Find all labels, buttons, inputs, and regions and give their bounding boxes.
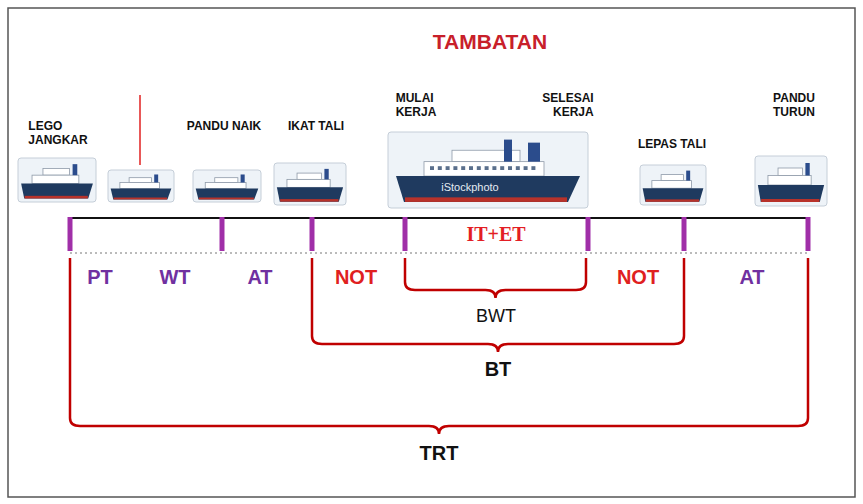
ship-window — [492, 166, 496, 170]
ship-window — [453, 166, 457, 170]
frame-border — [8, 8, 855, 497]
ship-funnel — [73, 164, 78, 175]
span-brace — [405, 258, 586, 298]
timeline-tick — [806, 217, 811, 251]
timeline-tick — [682, 217, 687, 251]
ship-picture — [274, 163, 346, 205]
ship-frame — [193, 170, 261, 202]
segment-label: NOT — [617, 266, 659, 289]
ship-picture — [18, 158, 96, 202]
timeline-line — [70, 217, 808, 219]
ship-deck-upper — [43, 169, 70, 176]
ship-deck-upper — [661, 175, 683, 181]
ship-picture — [108, 170, 174, 202]
ship-funnel — [241, 174, 245, 182]
span-label: BT — [485, 358, 512, 381]
ship-window — [469, 166, 473, 170]
ship-hull — [396, 176, 580, 202]
diagram-title: TAMBATAN — [433, 30, 547, 54]
ship-frame — [755, 156, 827, 206]
ship-deck-upper — [129, 178, 151, 183]
ship-window — [516, 166, 520, 170]
event-label: MULAI KERJA — [396, 92, 437, 120]
ship-picture — [640, 165, 706, 205]
timeline-tick — [310, 217, 315, 251]
span-brace — [70, 258, 808, 434]
ship-deck — [768, 176, 811, 186]
ship-funnel — [528, 143, 540, 162]
watermark: iStockphoto — [441, 181, 498, 194]
ship-frame — [640, 165, 706, 205]
event-label: LEPAS TALI — [638, 138, 706, 152]
span-brace — [312, 258, 684, 352]
ship-frame — [18, 158, 96, 202]
ship-window — [477, 166, 481, 170]
event-label: SELESAI KERJA — [542, 92, 593, 120]
span-label: BWT — [476, 306, 516, 327]
ship-deck — [424, 162, 544, 176]
event-label: IKAT TALI — [288, 120, 344, 134]
ship-picture — [193, 170, 261, 202]
ship-window — [430, 166, 434, 170]
ship-funnel — [686, 171, 690, 181]
event-label: PANDU NAIK — [187, 120, 261, 134]
ship-waterline — [761, 199, 819, 202]
ship-waterline — [25, 196, 88, 199]
ship-hull — [758, 185, 824, 202]
ship-picture — [388, 132, 588, 208]
ship-window — [438, 166, 442, 170]
span-label: TRT — [420, 442, 459, 465]
ship-window — [485, 166, 489, 170]
ship-deck — [32, 175, 79, 183]
segment-label: NOT — [335, 266, 377, 289]
ship-window — [461, 166, 465, 170]
ship-deck-upper — [778, 168, 802, 176]
timeline-tick — [68, 217, 73, 251]
ship-hull — [21, 184, 93, 199]
timeline-tick — [403, 217, 408, 251]
ship-hull — [196, 189, 259, 200]
ship-funnel — [805, 163, 809, 176]
segment-label: AT — [739, 266, 764, 289]
ship-frame — [108, 170, 174, 202]
ship-funnel — [324, 169, 328, 180]
ship-hull — [643, 188, 704, 202]
ship-deck-upper — [215, 178, 238, 183]
ship-deck-upper — [297, 173, 321, 179]
segment-label: WT — [159, 266, 190, 289]
timeline-tick — [220, 217, 225, 251]
ship-waterline — [199, 198, 254, 200]
ship-funnel — [154, 174, 158, 182]
segment-label: PT — [87, 266, 113, 289]
ship-deck — [652, 181, 692, 189]
ship-waterline — [114, 198, 167, 200]
marker-line — [139, 95, 141, 165]
ship-waterline — [646, 199, 699, 201]
ship-window — [531, 166, 535, 170]
ship-waterline — [405, 197, 567, 202]
ship-frame — [388, 132, 588, 208]
ship-deck — [287, 179, 330, 187]
ship-deck — [120, 182, 160, 188]
segment-label: IT+ET — [466, 223, 525, 246]
ship-funnel — [504, 140, 512, 162]
ship-hull — [277, 187, 343, 201]
event-label: LEGO JANGKAR — [28, 120, 87, 148]
ship-waterline — [280, 199, 338, 202]
ship-window — [500, 166, 504, 170]
ship-window — [524, 166, 528, 170]
ship-window — [508, 166, 512, 170]
event-label: PANDU TURUN — [773, 92, 815, 120]
segment-label: AT — [247, 266, 272, 289]
ship-deck — [205, 182, 246, 188]
timeline-tick — [586, 217, 591, 251]
ship-window — [446, 166, 450, 170]
ship-hull — [111, 189, 172, 200]
ship-frame — [274, 163, 346, 205]
dotted-line — [70, 253, 808, 254]
ship-picture — [755, 156, 827, 206]
